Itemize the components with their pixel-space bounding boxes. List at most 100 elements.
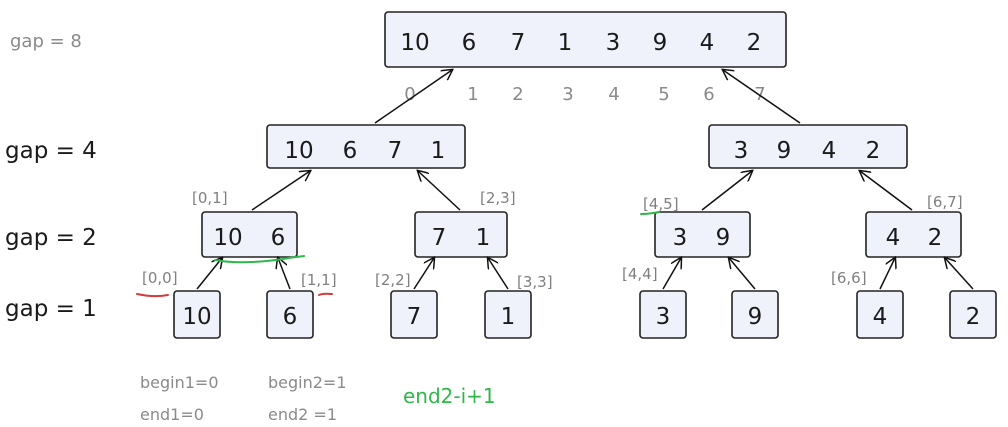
gap1-box [949, 290, 997, 339]
gap1-node-7: 2 [949, 290, 997, 339]
begin2-note: begin2=1 [268, 373, 347, 392]
root-value: 2 [747, 30, 762, 56]
array-index: 5 [658, 84, 669, 105]
range-label: [2,3] [480, 189, 516, 207]
root-value: 9 [653, 30, 668, 56]
node-value: 10 [284, 138, 313, 164]
array-index: 7 [754, 84, 765, 105]
node-value: 10 [213, 225, 242, 251]
root-value: 4 [700, 30, 715, 56]
node-value: 9 [716, 225, 731, 251]
node-value: 3 [673, 225, 688, 251]
gap-2-label: gap = 2 [5, 225, 97, 251]
gap1-node-3: 1 [3,3] [484, 273, 553, 339]
node-value: 3 [734, 138, 749, 164]
node-value: 6 [283, 304, 298, 330]
node-value: 2 [866, 138, 881, 164]
array-index: 3 [562, 84, 573, 105]
merge-arrow [374, 70, 452, 124]
gap1-node-4: 3 [4,4] [622, 265, 687, 339]
gap1-box [484, 290, 532, 339]
gap2-box [865, 211, 962, 258]
merge-arrow [413, 258, 434, 290]
gap4-right-box [708, 124, 908, 169]
merge-arrow [196, 258, 222, 290]
merge-arrow [860, 171, 913, 211]
range-label: [4,4] [622, 265, 658, 283]
node-value: 9 [777, 138, 792, 164]
end2-note: end2 =1 [268, 405, 337, 424]
range-label: [0,1] [192, 189, 228, 207]
node-value: 4 [886, 225, 901, 251]
range-label: [1,1] [301, 271, 337, 289]
gap-8-label: gap = 8 [10, 31, 82, 52]
gap2-box [201, 211, 298, 258]
gap1-box [856, 290, 904, 339]
gap4-right-node: 3 9 4 2 [708, 124, 908, 169]
merge-arrow [251, 171, 310, 211]
merge-arrow [723, 70, 801, 124]
merge-arrows [196, 70, 974, 290]
red-underline-mark [318, 292, 333, 296]
gap2-node-3: 4 2 [6,7] [865, 193, 963, 258]
range-label: [0,0] [142, 269, 178, 287]
range-label: [2,2] [375, 271, 411, 289]
node-value: 7 [407, 304, 422, 330]
node-value: 4 [873, 304, 888, 330]
root-value: 1 [558, 30, 573, 56]
node-value: 2 [966, 304, 981, 330]
root-value: 6 [462, 30, 477, 56]
gap1-box [731, 290, 779, 339]
green-underline-mark [214, 255, 305, 264]
gap1-box [173, 290, 221, 339]
gap1-box [266, 290, 314, 339]
gap1-node-0: 10 [0,0] [142, 269, 221, 339]
gap4-left-node: 10 6 7 1 [266, 124, 466, 169]
gap-1-label: gap = 1 [5, 296, 97, 322]
gap1-box [639, 290, 687, 339]
root-array: 10 6 7 1 3 9 4 2 [384, 11, 787, 68]
root-value: 10 [400, 30, 429, 56]
node-value: 6 [271, 225, 286, 251]
gap2-box [654, 211, 751, 258]
array-index: 1 [467, 84, 478, 105]
red-underline-mark [136, 293, 169, 298]
index-row: 0 1 2 3 4 5 6 7 [404, 84, 765, 105]
node-value: 1 [431, 138, 446, 164]
node-value: 4 [822, 138, 837, 164]
gap1-node-6: 4 [6,6] [831, 269, 904, 339]
gap-4-label: gap = 4 [5, 138, 97, 164]
gap1-box [390, 290, 438, 339]
merge-arrow [278, 258, 291, 290]
merge-arrow [729, 258, 756, 290]
merge-arrow [662, 258, 681, 290]
begin1-note: begin1=0 [140, 373, 219, 392]
gap4-left-box [266, 124, 466, 169]
node-value: 7 [388, 138, 403, 164]
array-index: 0 [404, 84, 415, 105]
node-value: 3 [656, 304, 671, 330]
node-value: 6 [343, 138, 358, 164]
gap2-node-2: 3 9 [4,5] [643, 195, 751, 258]
node-value: 2 [928, 225, 943, 251]
node-value: 9 [748, 304, 763, 330]
gap1-node-1: 6 [1,1] [266, 271, 337, 339]
green-underline-mark [640, 211, 660, 215]
merge-arrow [418, 171, 461, 211]
gap2-node-0: 10 6 [0,1] [192, 189, 298, 258]
gap1-node-2: 7 [2,2] [375, 271, 438, 339]
merge-arrow [945, 258, 974, 290]
root-array-box [384, 11, 787, 68]
formula-note: end2-i+1 [403, 384, 496, 408]
merge-arrow [488, 258, 509, 290]
gap2-node-1: 7 1 [2,3] [414, 189, 516, 258]
merge-arrow [879, 258, 895, 290]
root-value: 7 [511, 30, 526, 56]
root-value: 3 [606, 30, 621, 56]
node-value: 7 [432, 225, 447, 251]
merge-arrow [701, 171, 752, 211]
range-label: [6,7] [927, 193, 963, 211]
node-value: 1 [501, 304, 516, 330]
range-label: [3,3] [517, 273, 553, 291]
